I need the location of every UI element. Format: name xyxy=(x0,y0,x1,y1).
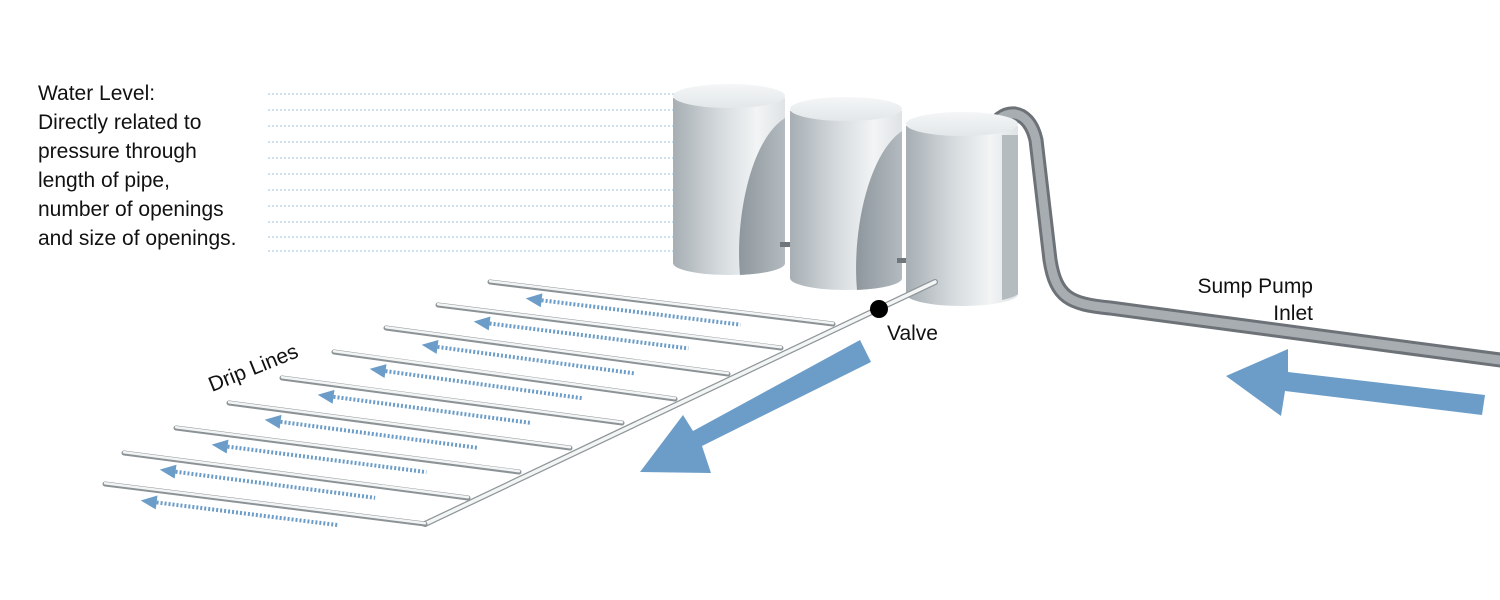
water-level-line: Water Level: xyxy=(38,82,155,105)
drip-line xyxy=(102,481,428,528)
flow-arrowhead-icon xyxy=(159,464,177,479)
drip-line xyxy=(173,425,522,475)
sump-pump-label-line1: Sump Pump xyxy=(1197,275,1313,298)
water-tanks xyxy=(673,84,1018,306)
drip-line xyxy=(383,325,731,377)
sump-pump-label-line2: Inlet xyxy=(1273,302,1313,325)
water-level-line: number of openings xyxy=(38,198,224,221)
flow-dots xyxy=(381,368,584,401)
water-level-line: pressure through xyxy=(38,140,197,163)
flow-arrowhead-icon xyxy=(140,495,158,510)
flow-arrowhead-icon xyxy=(211,439,229,454)
drip-lines xyxy=(102,279,836,528)
water-level-line: Directly related to xyxy=(38,111,201,134)
flow-dots xyxy=(152,499,339,528)
inlet-arrow-icon xyxy=(1226,349,1485,416)
drip-line xyxy=(487,279,836,327)
tank xyxy=(906,112,1018,306)
valve-label: Valve xyxy=(887,322,938,345)
flow-arrowhead-icon xyxy=(264,414,282,429)
flow-dots xyxy=(329,394,531,425)
flow-arrowhead-icon xyxy=(317,389,335,404)
tank-connector xyxy=(897,258,909,263)
tank xyxy=(673,84,786,275)
water-level-dotted-lines xyxy=(268,93,690,252)
tank-connector xyxy=(780,242,794,247)
drip-line xyxy=(226,400,573,451)
drip-lines-label: Drip Lines xyxy=(205,340,301,397)
drip-line xyxy=(279,375,625,426)
drip-line xyxy=(121,450,471,501)
water-level-text: Water Level: Directly related to pressur… xyxy=(38,82,236,250)
flow-dots xyxy=(433,344,636,376)
water-level-line: length of pipe, xyxy=(38,169,170,192)
flow-arrowhead-icon xyxy=(369,364,387,379)
sump-pump-hose xyxy=(982,106,1500,368)
flow-arrowhead-icon xyxy=(421,339,439,354)
water-level-line: and size of openings. xyxy=(38,227,236,250)
flow-dots xyxy=(276,419,479,450)
flow-arrowhead-icon xyxy=(473,316,491,331)
valve-icon xyxy=(870,300,888,318)
drip-line xyxy=(331,349,678,402)
flow-arrowhead-icon xyxy=(525,293,543,308)
header-pipe xyxy=(422,279,938,527)
tank xyxy=(790,97,903,290)
flow-arrow-icon xyxy=(640,340,871,473)
drip-line xyxy=(435,302,784,351)
